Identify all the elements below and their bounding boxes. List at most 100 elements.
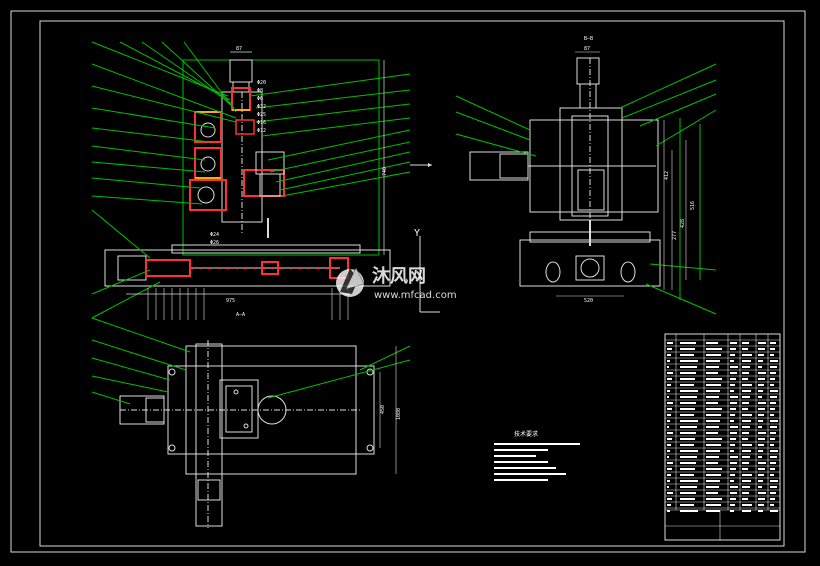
parts-list-cell-mark xyxy=(758,402,766,404)
parts-list-cell-mark xyxy=(706,390,720,392)
parts-list-cell-mark xyxy=(680,354,694,356)
parts-list-cell-mark xyxy=(770,396,777,398)
parts-list-cell-mark xyxy=(706,504,721,506)
parts-list-cell-mark xyxy=(770,426,777,428)
parts-list-cell-mark xyxy=(742,486,750,488)
parts-list-cell-mark xyxy=(667,354,671,356)
parts-list-cell-mark xyxy=(770,414,774,416)
parts-list-cell-mark xyxy=(706,372,718,374)
parts-list-cell-mark xyxy=(742,474,752,476)
parts-list-cell-mark xyxy=(667,360,670,362)
parts-list-cell-mark xyxy=(680,480,698,482)
svg-text:Φ25: Φ25 xyxy=(257,112,266,118)
parts-list-cell-mark xyxy=(680,378,695,380)
parts-list-cell-mark xyxy=(680,510,698,512)
parts-list-cell-mark xyxy=(742,498,748,500)
parts-list-cell-mark xyxy=(770,468,775,470)
parts-list-cell-mark xyxy=(680,408,695,410)
parts-list-cell-mark xyxy=(730,402,737,404)
parts-list-cell-mark xyxy=(730,450,734,452)
parts-list-cell-mark xyxy=(770,498,775,500)
watermark: 沐风网 www.mfcad.com xyxy=(336,265,457,301)
parts-list-cell-mark xyxy=(758,396,762,398)
dim-right-v4: 428 xyxy=(680,219,686,228)
parts-list-cell-mark xyxy=(770,456,777,458)
parts-list-cell-mark xyxy=(758,390,763,392)
parts-list-cell-mark xyxy=(758,366,762,368)
parts-list-cell-mark xyxy=(680,504,694,506)
parts-list-cell-mark xyxy=(742,420,751,422)
parts-list-cell-mark xyxy=(667,438,672,440)
parts-list-cell-mark xyxy=(667,450,670,452)
parts-list-cell-mark xyxy=(730,438,736,440)
parts-list-cell-mark xyxy=(680,462,696,464)
parts-list-cell-mark xyxy=(667,366,669,368)
parts-list-cell-mark xyxy=(667,444,671,446)
svg-text:Φ16: Φ16 xyxy=(257,120,266,126)
parts-list-cell-mark xyxy=(667,396,669,398)
parts-list-cell-mark xyxy=(730,498,736,500)
parts-list-cell-mark xyxy=(706,414,721,416)
parts-list-cell-mark xyxy=(758,414,764,416)
parts-list-cell-mark xyxy=(770,402,776,404)
parts-list-cell-mark xyxy=(730,378,736,380)
parts-list-cell-mark xyxy=(706,348,722,350)
parts-list-cell-mark xyxy=(770,354,774,356)
parts-list-cell-mark xyxy=(706,444,721,446)
parts-list-cell-mark xyxy=(758,408,765,410)
parts-list-cell-mark xyxy=(706,432,718,434)
parts-list-cell-mark xyxy=(730,366,738,368)
parts-list-cell-mark xyxy=(742,414,752,416)
parts-list-cell-mark xyxy=(730,474,735,476)
parts-list-cell-mark xyxy=(730,462,737,464)
parts-list-cell-mark xyxy=(730,342,737,344)
parts-list-cell-mark xyxy=(667,378,672,380)
parts-list-cell-mark xyxy=(770,342,776,344)
dim-right-v1: 412 xyxy=(664,171,670,180)
parts-list-cell-mark xyxy=(680,444,694,446)
parts-list-cell-mark xyxy=(758,438,765,440)
parts-list-cell-mark xyxy=(770,432,776,434)
parts-list-cell-mark xyxy=(758,378,765,380)
parts-list-cell-mark xyxy=(680,360,698,362)
parts-list-cell-mark xyxy=(667,486,669,488)
parts-list-cell-mark xyxy=(758,486,762,488)
parts-list-cell-mark xyxy=(706,342,718,344)
parts-list-cell-mark xyxy=(742,432,749,434)
parts-list-cell-mark xyxy=(680,402,696,404)
parts-list-cell-mark xyxy=(758,456,762,458)
parts-list-cell-mark xyxy=(730,354,735,356)
parts-list-cell-mark xyxy=(706,468,722,470)
inner-border xyxy=(39,20,785,547)
parts-list-cell-mark xyxy=(667,492,673,494)
parts-list-cell-mark xyxy=(680,438,695,440)
parts-list-cell-mark xyxy=(730,504,735,506)
parts-list-cell-mark xyxy=(770,510,778,512)
parts-list-cell-mark xyxy=(770,384,774,386)
parts-list-cell-mark xyxy=(742,396,750,398)
parts-list-cell-mark xyxy=(758,360,763,362)
dim-right-v2: 516 xyxy=(690,201,696,210)
svg-text:Φ12: Φ12 xyxy=(257,128,266,134)
parts-list-cell-mark xyxy=(770,462,776,464)
parts-list-cell-mark xyxy=(742,438,748,440)
parts-list-cell-mark xyxy=(758,474,764,476)
parts-list-cell-mark xyxy=(758,498,765,500)
parts-list-cell-mark xyxy=(706,384,721,386)
parts-list-cell-mark xyxy=(730,480,734,482)
parts-list-cell-mark xyxy=(770,390,778,392)
parts-list-cell-mark xyxy=(680,420,698,422)
svg-text:Φ24: Φ24 xyxy=(210,232,219,238)
parts-list-cell-mark xyxy=(742,372,749,374)
dim-top-width: 87 xyxy=(236,46,242,52)
parts-list-cell-mark xyxy=(742,426,750,428)
parts-list-cell-mark xyxy=(770,474,774,476)
parts-list-cell-mark xyxy=(742,480,751,482)
parts-list-cell-mark xyxy=(680,414,694,416)
parts-list-cell-mark xyxy=(770,378,775,380)
parts-list-cell-mark xyxy=(706,408,722,410)
parts-list-cell-mark xyxy=(667,474,671,476)
parts-list-cell-mark xyxy=(730,360,734,362)
